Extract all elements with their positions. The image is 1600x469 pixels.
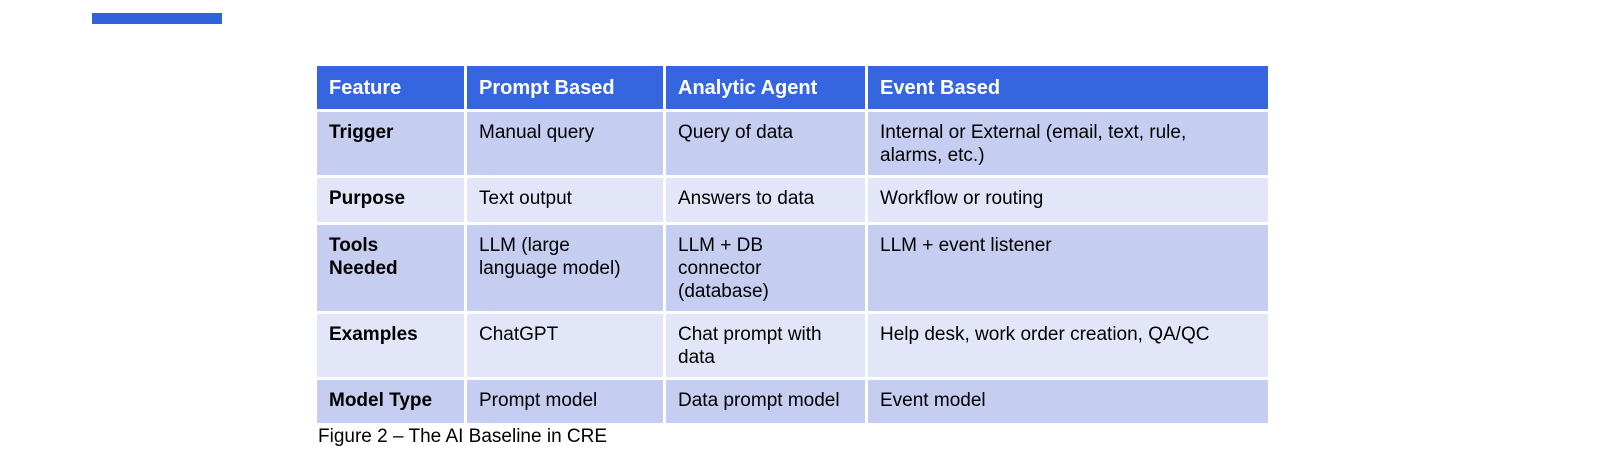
- cell-trigger-feature: Trigger: [314, 109, 467, 178]
- cell-trigger-prompt-based: Manual query: [464, 109, 666, 178]
- cell-purpose-analytic-agent: Answers to data: [663, 175, 868, 225]
- cell-purpose-event-based: Workflow or routing: [865, 175, 1271, 225]
- comparison-table: Feature Prompt Based Analytic Agent Even…: [314, 63, 1271, 426]
- cell-purpose-feature: Purpose: [314, 175, 467, 225]
- cell-tools-prompt-based: LLM (large language model): [464, 222, 666, 314]
- cell-examples-analytic-agent: Chat prompt with data: [663, 311, 868, 380]
- column-header-prompt-based: Prompt Based: [464, 63, 666, 112]
- column-header-event-based: Event Based: [865, 63, 1271, 112]
- table-header-row: Feature Prompt Based Analytic Agent Even…: [314, 63, 1271, 112]
- cell-model-type-event-based: Event model: [865, 377, 1271, 426]
- cell-trigger-analytic-agent: Query of data: [663, 109, 868, 178]
- column-header-analytic-agent: Analytic Agent: [663, 63, 868, 112]
- comparison-table-wrap: Feature Prompt Based Analytic Agent Even…: [314, 63, 1271, 426]
- accent-bar: [92, 13, 222, 24]
- cell-examples-event-based: Help desk, work order creation, QA/QC: [865, 311, 1271, 380]
- cell-examples-feature: Examples: [314, 311, 467, 380]
- cell-tools-analytic-agent: LLM + DB connector (database): [663, 222, 868, 314]
- figure-caption: Figure 2 – The AI Baseline in CRE: [318, 426, 608, 447]
- cell-tools-feature: Tools Needed: [314, 222, 467, 314]
- table-row-tools-needed: Tools Needed LLM (large language model) …: [314, 222, 1271, 314]
- table-row-purpose: Purpose Text output Answers to data Work…: [314, 175, 1271, 225]
- cell-model-type-prompt-based: Prompt model: [464, 377, 666, 426]
- cell-trigger-event-based: Internal or External (email, text, rule,…: [865, 109, 1271, 178]
- table-row-model-type: Model Type Prompt model Data prompt mode…: [314, 377, 1271, 426]
- table-row-trigger: Trigger Manual query Query of data Inter…: [314, 109, 1271, 178]
- cell-purpose-prompt-based: Text output: [464, 175, 666, 225]
- cell-model-type-analytic-agent: Data prompt model: [663, 377, 868, 426]
- cell-tools-event-based: LLM + event listener: [865, 222, 1271, 314]
- column-header-feature: Feature: [314, 63, 467, 112]
- table-row-examples: Examples ChatGPT Chat prompt with data H…: [314, 311, 1271, 380]
- cell-examples-prompt-based: ChatGPT: [464, 311, 666, 380]
- cell-model-type-feature: Model Type: [314, 377, 467, 426]
